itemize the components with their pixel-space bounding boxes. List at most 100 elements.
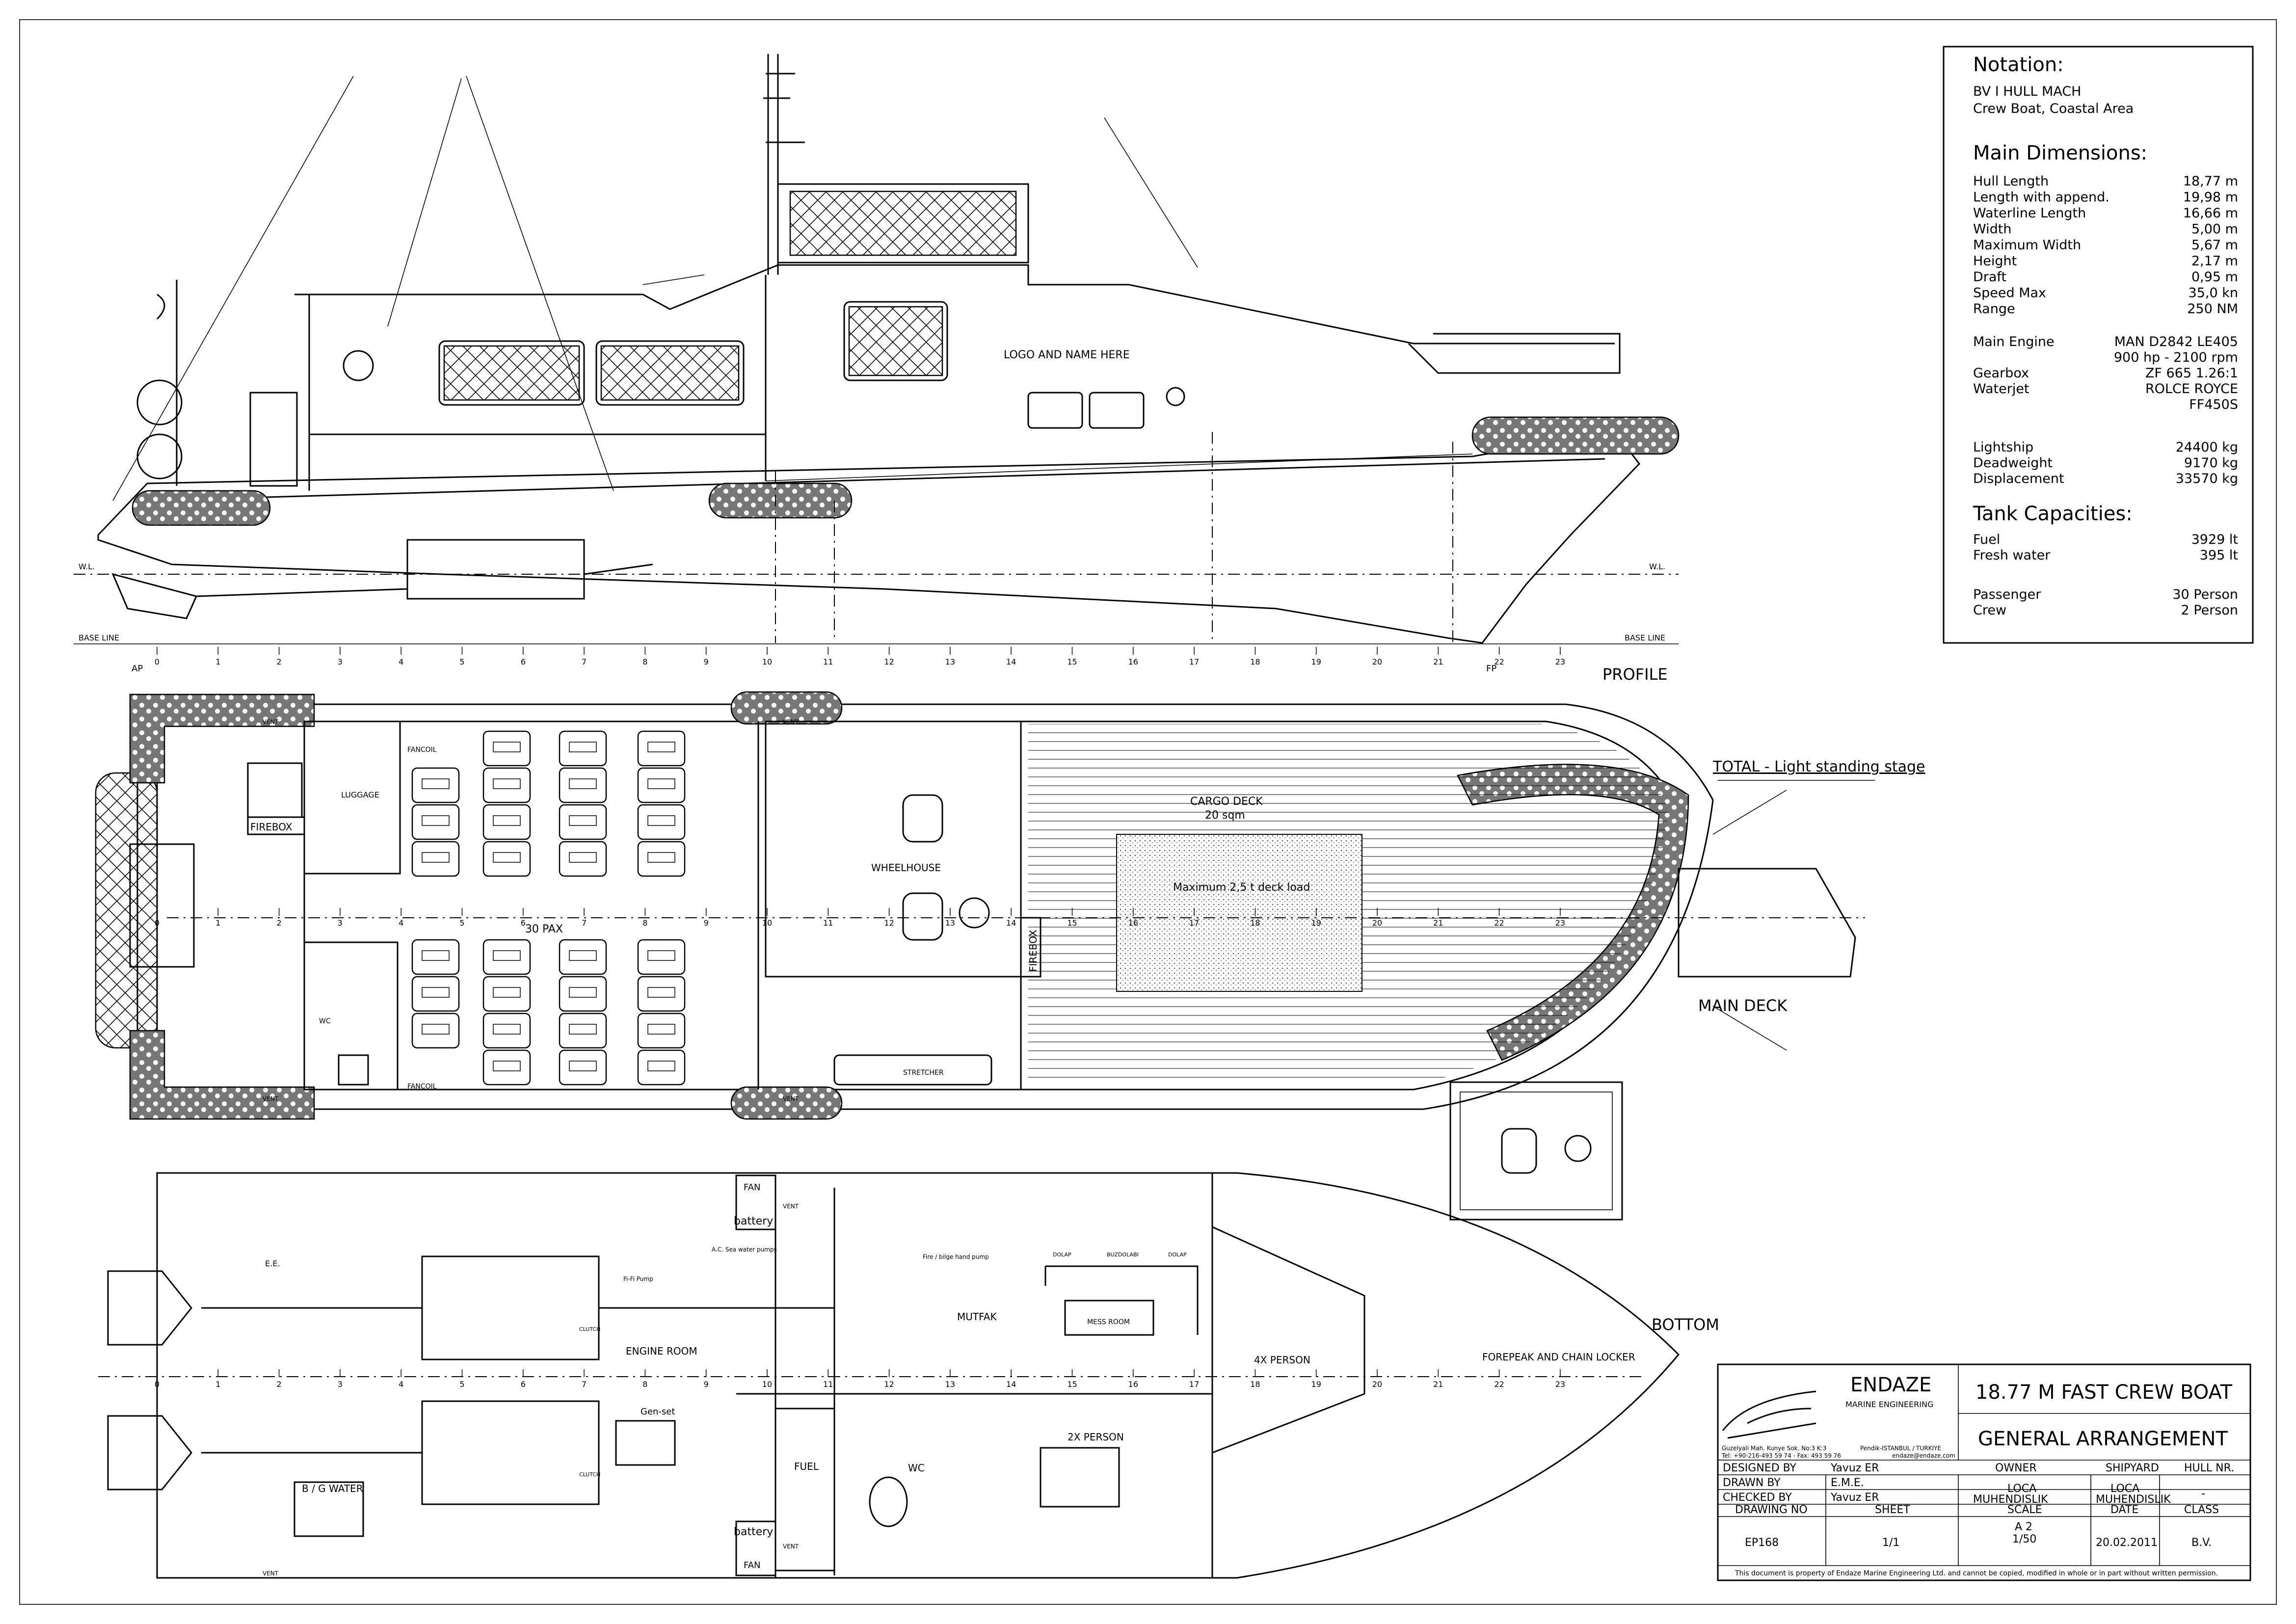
seat-cushion <box>422 852 450 863</box>
station-number: 15 <box>1067 657 1077 666</box>
notation-row-value: 18,77 m <box>2183 174 2238 189</box>
station-number: 4 <box>399 657 403 666</box>
drawing-title: GENERAL ARRANGEMENT <box>1978 1428 2228 1450</box>
drawn-by-label: DRAWN BY <box>1723 1477 1781 1489</box>
vent-tl-label: VENT <box>263 719 279 725</box>
dolap-2-label: DOLAP <box>1168 1251 1187 1258</box>
checked-by-value: Yavuz ER <box>1830 1491 1879 1504</box>
notation-row-value: 2,17 m <box>2191 254 2238 269</box>
total-stage-label: TOTAL - Light standing stage <box>1712 758 1925 775</box>
cargo-area-label: 20 sqm <box>1205 809 1245 822</box>
designed-by-value: Yavuz ER <box>1830 1462 1879 1474</box>
seat-cushion <box>569 815 597 826</box>
notation-row-value: 0,95 m <box>2191 269 2238 285</box>
notation-row-value: 5,00 m <box>2191 222 2238 237</box>
station-number: 19 <box>1311 1380 1321 1389</box>
seat-cushion <box>569 852 597 863</box>
notation-service: Crew Boat, Coastal Area <box>1973 101 2134 116</box>
firebox-left-label: FIREBOX <box>250 821 293 833</box>
date-value: 20.02.2011 <box>2096 1537 2158 1549</box>
owner-line-2: MUHENDISLIK <box>1973 1493 2048 1506</box>
station-number: 1 <box>215 918 220 928</box>
hull-nr-label: HULL NR. <box>2184 1462 2234 1474</box>
fp-label: FP <box>1486 664 1496 674</box>
genset-label: Gen-set <box>641 1407 675 1417</box>
fancoil-bottom-label: FANCOIL <box>407 1083 437 1091</box>
notation-row-value: ZF 665 1.26:1 <box>2145 366 2238 381</box>
station-number: 7 <box>582 657 587 666</box>
fancoil-top-label: FANCOIL <box>407 746 437 754</box>
seat-cushion <box>647 815 675 826</box>
notation-row-key: Fuel <box>1973 532 2000 547</box>
station-number: 18 <box>1250 657 1260 666</box>
station-number: 1 <box>215 1380 220 1389</box>
notation-row-value: 19,98 m <box>2183 190 2238 205</box>
seat-cushion <box>647 778 675 789</box>
notation-row-key: Crew <box>1973 603 2006 618</box>
wheelhouse-detail-inset <box>1449 1081 1623 1221</box>
station-number: 13 <box>945 1380 955 1389</box>
station-number: 20 <box>1372 657 1382 666</box>
station-number: 16 <box>1128 1380 1138 1389</box>
station-number: 19 <box>1311 657 1321 666</box>
station-number: 2 <box>277 1380 282 1389</box>
station-number: 8 <box>642 1380 647 1389</box>
station-number: 3 <box>338 918 343 928</box>
station-number: 4 <box>399 918 403 928</box>
station-number: 12 <box>884 918 894 928</box>
wheelhouse-label: WHEELHOUSE <box>871 862 941 874</box>
pax-label: 30 PAX <box>525 923 563 935</box>
notation-panel: Notation: BV I HULL MACH Crew Boat, Coas… <box>1943 46 2254 644</box>
buzdolabi-label: BUZDOLABI <box>1107 1251 1139 1258</box>
notation-heading: Notation: <box>1973 53 2064 76</box>
notation-row-value: 35,0 kn <box>2189 286 2238 301</box>
scale-line-2: 1/50 <box>2012 1533 2036 1545</box>
ee-label: E.E. <box>265 1259 280 1268</box>
station-number: 7 <box>582 918 587 928</box>
station-number: 20 <box>1372 918 1382 928</box>
sheet-value: 1/1 <box>1882 1537 1899 1549</box>
station-number: 23 <box>1555 657 1565 666</box>
fifi-pump-label: Fi-Fi Pump <box>623 1276 653 1282</box>
station-number: 17 <box>1189 1380 1199 1389</box>
notation-row-key: Maximum Width <box>1973 238 2081 253</box>
notation-row-value: 33570 kg <box>2176 471 2238 486</box>
station-number: 14 <box>1006 657 1016 666</box>
station-number: 23 <box>1555 1380 1565 1389</box>
notation-row-key: Range <box>1973 301 2015 317</box>
notation-row-key: Deadweight <box>1973 455 2053 471</box>
seat-cushion <box>493 778 521 789</box>
notation-row-value: 9170 kg <box>2184 455 2238 471</box>
baseline-label-left: BASE LINE <box>79 633 119 642</box>
notation-row-key: Passenger <box>1973 587 2041 602</box>
notation-row-key: Gearbox <box>1973 366 2029 381</box>
logo-placeholder-label: LOGO AND NAME HERE <box>1004 349 1130 361</box>
stretcher-label: STRETCHER <box>903 1069 944 1077</box>
seat-cushion <box>569 1024 597 1035</box>
luggage-label: LUGGAGE <box>341 790 379 799</box>
clutch-bottom-label: CLUTCH <box>579 1471 600 1478</box>
station-number: 14 <box>1006 1380 1016 1389</box>
ac-pump-label: A.C. Sea water pumps <box>712 1246 777 1253</box>
station-number: 11 <box>823 1380 833 1389</box>
drawing-frame <box>19 19 2277 1605</box>
wc-deck-label: WC <box>319 1017 331 1025</box>
seat-cushion <box>569 742 597 752</box>
seat-cushion <box>493 987 521 998</box>
class-value: B.V. <box>2191 1537 2212 1549</box>
drawing-no-label: DRAWING NO <box>1735 1504 1808 1516</box>
station-number: 5 <box>459 918 464 928</box>
notation-row-value: 900 hp - 2100 rpm <box>2114 350 2238 365</box>
station-number: 4 <box>399 1380 403 1389</box>
station-number: 22 <box>1494 918 1504 928</box>
notation-row-key: Hull Length <box>1973 174 2049 189</box>
wc-bottomview-label: WC <box>908 1462 925 1474</box>
bg-water-label: B / G WATER <box>302 1483 363 1494</box>
deck-load-label: Maximum 2,5 t deck load <box>1173 881 1310 894</box>
notation-row-value: 30 Person <box>2172 587 2238 602</box>
wl-label-right: W.L. <box>1649 562 1665 571</box>
bottom-view-title: BOTTOM <box>1652 1315 1719 1334</box>
